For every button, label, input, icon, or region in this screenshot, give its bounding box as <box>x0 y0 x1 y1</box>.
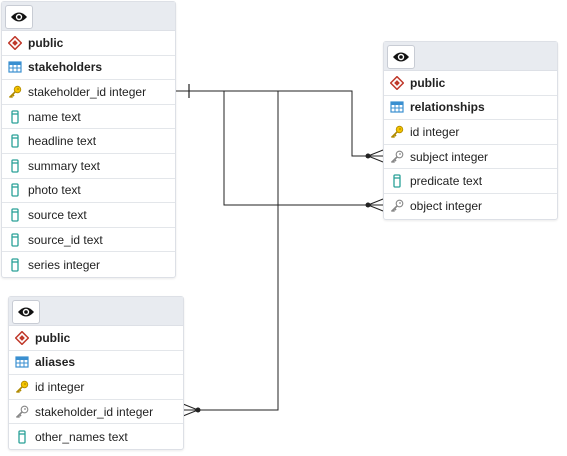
column-row-label: headline text <box>28 134 97 149</box>
column-row-label: object integer <box>410 199 483 214</box>
column-icon <box>390 174 404 188</box>
table-header <box>9 297 183 326</box>
column-icon <box>8 159 22 173</box>
schema-row[interactable]: public <box>9 326 183 351</box>
column-row-label: id integer <box>410 124 460 139</box>
schema-row[interactable]: public <box>2 31 175 56</box>
column-row[interactable]: source_id text <box>2 228 175 253</box>
foreign-key-icon <box>390 150 404 164</box>
table-icon <box>390 100 404 114</box>
column-icon <box>8 183 22 198</box>
primary-key-icon <box>390 125 404 139</box>
foreign-key-icon <box>390 199 404 213</box>
crowfoot-object <box>365 198 384 212</box>
column-row-label: source text <box>28 207 87 222</box>
column-row-label: subject integer <box>410 149 489 164</box>
column-row-label: stakeholder_id integer <box>28 84 147 99</box>
column-row-label: source_id text <box>28 232 103 247</box>
schema-row-label: public <box>35 330 71 345</box>
schema-icon <box>390 75 404 90</box>
connector-object <box>223 91 372 206</box>
table-name-row-label: relationships <box>410 100 485 115</box>
schema-row[interactable]: public <box>384 71 557 96</box>
table-name-row-label: aliases <box>35 355 76 370</box>
primary-key-icon <box>8 85 22 99</box>
table-header <box>384 42 557 71</box>
column-row-label: series integer <box>28 257 101 272</box>
schema-row-label: public <box>28 35 64 50</box>
table-name-row-label: stakeholders <box>28 60 103 75</box>
schema-row-label: public <box>410 75 446 90</box>
table-name-row[interactable]: relationships <box>384 96 557 121</box>
table-relationships[interactable]: public relationships id integer subject int… <box>383 41 558 220</box>
column-row-label: name text <box>28 109 81 124</box>
connector-aliases <box>200 90 279 411</box>
table-aliases[interactable]: public aliases id integer stakeholder_id in… <box>8 296 184 450</box>
column-row[interactable]: subject integer <box>384 145 557 170</box>
column-row-label: id integer <box>35 379 85 394</box>
column-row-label: predicate text <box>410 174 483 189</box>
schema-icon <box>15 330 29 345</box>
crowfoot-subject <box>365 149 384 163</box>
connector-subject <box>175 90 372 157</box>
column-icon <box>8 208 22 222</box>
column-row[interactable]: other_names text <box>9 424 183 449</box>
column-row[interactable]: predicate text <box>384 169 557 194</box>
column-icon <box>8 232 22 247</box>
eye-icon[interactable] <box>12 300 40 324</box>
column-row[interactable]: source text <box>2 203 175 228</box>
column-row[interactable]: stakeholder_id integer <box>9 400 183 425</box>
table-name-row[interactable]: stakeholders <box>2 56 175 81</box>
column-row[interactable]: summary text <box>2 154 175 179</box>
column-icon <box>8 109 22 124</box>
eye-icon[interactable] <box>5 5 33 29</box>
table-stakeholders[interactable]: public stakeholders stakeholder_id integer… <box>1 1 176 278</box>
column-row-label: other_names text <box>35 429 128 444</box>
table-header <box>2 2 175 31</box>
column-row[interactable]: id integer <box>9 375 183 400</box>
eye-icon[interactable] <box>387 45 415 69</box>
table-name-row[interactable]: aliases <box>9 351 183 376</box>
primary-key-icon <box>15 380 29 394</box>
column-icon <box>15 430 29 444</box>
column-icon <box>8 134 22 148</box>
column-row[interactable]: id integer <box>384 120 557 145</box>
column-row[interactable]: stakeholder_id integer <box>2 80 175 105</box>
column-row-label: stakeholder_id integer <box>35 404 154 419</box>
column-row-label: summary text <box>28 158 101 173</box>
table-icon <box>15 355 29 369</box>
crowfoot-aliases <box>182 403 201 417</box>
column-row[interactable]: photo text <box>2 179 175 204</box>
schema-icon <box>8 35 22 50</box>
column-row[interactable]: object integer <box>384 194 557 219</box>
column-row[interactable]: series integer <box>2 252 175 277</box>
column-row[interactable]: headline text <box>2 129 175 154</box>
column-row[interactable]: name text <box>2 105 175 130</box>
column-icon <box>8 257 22 272</box>
column-row-label: photo text <box>28 183 81 198</box>
foreign-key-icon <box>15 405 29 419</box>
table-icon <box>8 60 22 74</box>
